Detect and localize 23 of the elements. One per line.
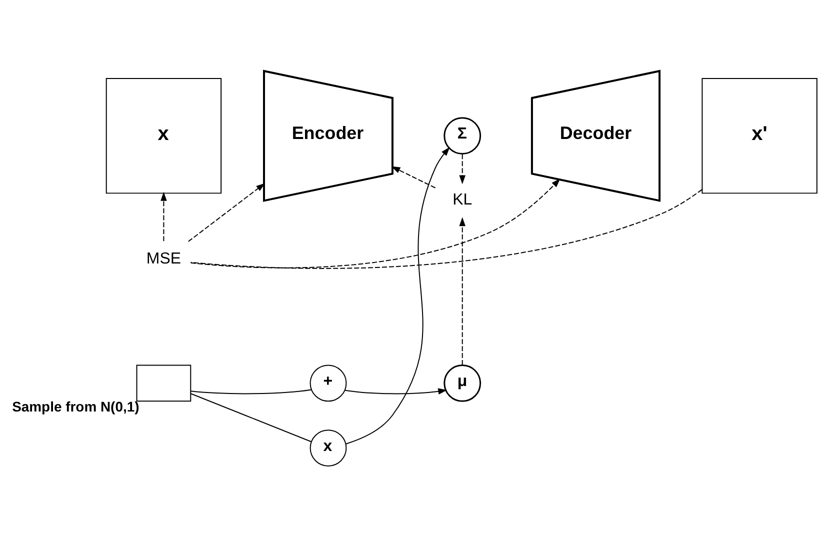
connector: [190, 393, 312, 442]
arrow: [391, 166, 436, 188]
node-circle: x: [310, 430, 347, 466]
node-text: MSE: [146, 250, 181, 268]
node-circle: μ: [444, 364, 482, 402]
arrow: [459, 154, 466, 184]
arrow: [190, 178, 560, 268]
node-box: [136, 364, 192, 402]
arrow: [188, 183, 266, 242]
arrow: [160, 192, 167, 242]
arrow: [459, 217, 466, 366]
arrow: [344, 388, 448, 395]
node-box: x: [106, 78, 222, 194]
node-circle: +: [310, 364, 347, 402]
node-circle: Σ: [444, 117, 482, 155]
node-box: x': [702, 78, 818, 194]
node-text: KL: [452, 191, 472, 208]
node-label: Sample from N(0,1): [12, 398, 140, 414]
arrow: [345, 147, 450, 444]
connector: [190, 389, 312, 394]
node-box: Decoder: [530, 70, 661, 202]
connector: [190, 189, 702, 269]
node-box: Encoder: [263, 70, 394, 202]
